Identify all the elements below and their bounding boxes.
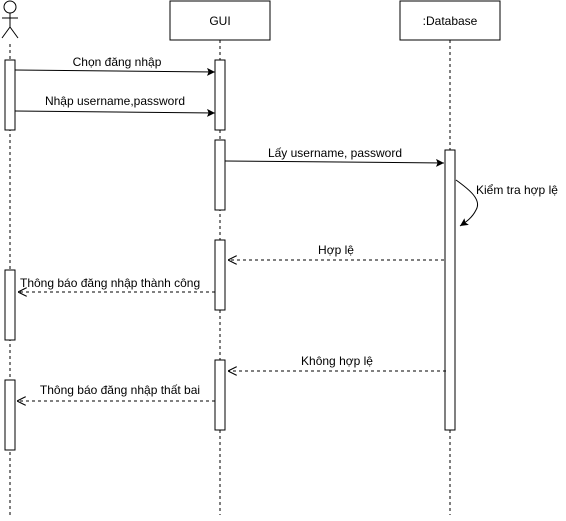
gui-activation	[214, 359, 226, 431]
gui-activation	[214, 59, 226, 131]
message-label: Hợp lệ	[318, 243, 354, 257]
self-message-arrow	[455, 179, 478, 227]
gui-activation	[214, 239, 226, 311]
database-participant: :Database	[399, 0, 501, 41]
actor-activation	[4, 59, 16, 131]
message-label: Nhập username,password	[45, 94, 185, 108]
message-label: Lấy username, password	[268, 146, 402, 160]
gui-activation	[214, 139, 226, 211]
message-label: Thông báo đăng nhập thất bai	[40, 383, 200, 397]
actor-icon	[1, 0, 19, 39]
message-arrow	[14, 108, 216, 117]
self-message-label: Kiểm tra hợp lệ	[476, 183, 558, 197]
message-label: Thông báo đăng nhập thành công	[20, 276, 200, 290]
gui-participant-label: GUI	[209, 14, 230, 28]
message-label: Chọn đăng nhập	[73, 55, 162, 69]
database-activation	[444, 149, 456, 431]
message-arrow	[224, 158, 445, 167]
message-label: Không hợp lệ	[301, 354, 373, 368]
actor-activation	[4, 269, 16, 341]
gui-participant: GUI	[169, 0, 271, 41]
message-arrow	[14, 67, 216, 76]
actor-activation	[4, 379, 16, 451]
database-participant-label: :Database	[423, 14, 478, 28]
